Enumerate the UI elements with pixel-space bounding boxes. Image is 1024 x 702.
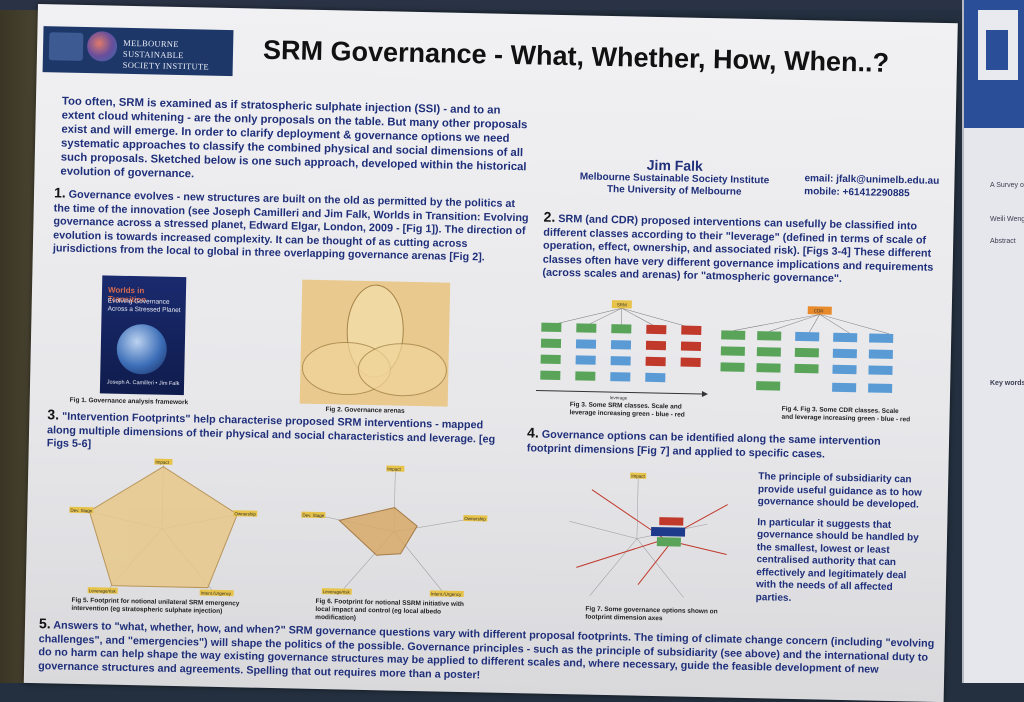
- subsidiarity-note: The principle of subsidiarity can provid…: [755, 471, 928, 616]
- section-5: 5. Answers to "what, whether, how, and w…: [38, 617, 939, 692]
- srm-nodes: [540, 323, 701, 383]
- fig7-option-arrows: [576, 489, 728, 586]
- poster-title: SRM Governance - What, Whether, How, Whe…: [263, 35, 890, 79]
- fig4-caption: Fig 4. Fig 3. Some CDR classes. Scale an…: [781, 406, 911, 425]
- section-1: 1. Governance evolves - new structures a…: [53, 186, 534, 266]
- cdr-nodes: [720, 330, 893, 393]
- section-4-number: 4.: [527, 424, 539, 440]
- adjacent-poster-logo-mark: [986, 30, 1008, 70]
- poster: MELBOURNE SUSTAINABLE SOCIETY INSTITUTE …: [24, 4, 958, 702]
- intro-paragraph: Too often, SRM is examined as if stratos…: [60, 95, 532, 189]
- section-3-text: "Intervention Footprints" help character…: [47, 411, 496, 451]
- adjacent-line-3: Abstract: [990, 236, 1024, 248]
- fig6-label-ownership: Ownership: [464, 516, 486, 521]
- fig5-label-ownership: Ownership: [234, 511, 256, 516]
- cdr-root-label: CDR: [814, 308, 825, 313]
- fig7-radar-axes: [568, 477, 708, 598]
- fig7-caption: Fig 7. Some governance options shown on …: [585, 606, 735, 625]
- fig5-label-urgency: Intent./Urgency: [201, 591, 232, 597]
- fig5-label-devstage: Dev. Stage: [70, 508, 93, 513]
- subsidiarity-p2: In particular it suggests that governanc…: [756, 517, 928, 608]
- subsidiarity-p1: The principle of subsidiarity can provid…: [758, 471, 929, 512]
- arrow-head-icon: [702, 391, 708, 397]
- section-2: 2. SRM (and CDR) proposed interventions …: [542, 211, 943, 289]
- fig6-caption: Fig 6. Footprint for notional SSRM initi…: [315, 598, 475, 625]
- fig5-footprint-area: [88, 465, 238, 588]
- fig7-label-impact: Impact: [631, 474, 645, 479]
- institute-logo: MELBOURNE SUSTAINABLE SOCIETY INSTITUTE: [43, 26, 234, 76]
- book-cover-image: Worlds in Transition Evolving Governance…: [100, 275, 186, 395]
- logo-line-1: MELBOURNE SUSTAINABLE: [123, 38, 233, 62]
- fig7-blue-option: [651, 527, 685, 537]
- adjacent-poster-text: A Survey of Weili Weng Abstract Key word…: [990, 180, 1024, 390]
- section-2-text: SRM (and CDR) proposed interventions can…: [542, 213, 933, 285]
- fig6-footprint-area: [339, 506, 418, 556]
- venn-diagram: [300, 280, 451, 407]
- section-2-number: 2.: [543, 209, 555, 225]
- adjacent-line-4: Key words: [990, 378, 1024, 390]
- globe-logo-icon: [87, 31, 118, 62]
- srm-root-label: SRM: [617, 302, 627, 307]
- fig6-label-impact: Impact: [387, 466, 401, 471]
- contact-block: email: jfalk@unimelb.edu.au mobile: +614…: [804, 172, 939, 201]
- fig5-label-leverage: Leverage/risk: [89, 588, 117, 594]
- section-1-text: Governance evolves - new structures are …: [53, 189, 529, 264]
- footprint-radar-fig5: Impact Dev. Stage Ownership Leverage/ris…: [66, 457, 259, 599]
- section-5-number: 5.: [39, 615, 51, 631]
- section-4: 4. Governance options can be identified …: [527, 426, 928, 463]
- srm-classes-tree: SRM leverage: [530, 292, 712, 404]
- srm-axis-label: leverage: [610, 395, 628, 400]
- fig6-label-devstage: Dev. Stage: [302, 513, 325, 518]
- fig5-caption: Fig 5. Footprint for notional unilateral…: [71, 597, 251, 617]
- book-globe-icon: [116, 324, 167, 375]
- cdr-classes-tree: CDR: [718, 300, 916, 408]
- fig5-label-impact: Impact: [155, 460, 169, 465]
- adjacent-poster: A Survey of Weili Weng Abstract Key word…: [962, 0, 1024, 683]
- srm-leverage-arrow: [536, 391, 702, 394]
- fig7-green-option: [657, 537, 681, 547]
- author-block: Jim Falk Melbourne Sustainable Society I…: [554, 155, 795, 200]
- section-3: 3. "Intervention Footprints" help charac…: [47, 408, 508, 460]
- section-4-text: Governance options can be identified alo…: [527, 429, 881, 460]
- footprint-radar-fig6: Impact Dev. Stage Ownership Leverage/ris…: [298, 464, 491, 600]
- fig7-red-option: [659, 517, 683, 526]
- university-crest-icon: [49, 32, 84, 61]
- book-subtitle: Evolving Governance Across a Stressed Pl…: [108, 298, 182, 316]
- adjacent-line-2: Weili Weng: [990, 214, 1024, 226]
- fig1-caption: Fig 1. Governance analysis framework: [70, 397, 240, 409]
- adjacent-line-1: A Survey of: [990, 180, 1024, 192]
- fig6-label-urgency: Intent./Urgency: [431, 591, 462, 597]
- logo-line-2: SOCIETY INSTITUTE: [123, 60, 233, 73]
- governance-options-fig7: Impact: [546, 471, 739, 607]
- fig6-label-leverage: Leverage/risk: [323, 589, 351, 595]
- cdr-tree-links: [733, 313, 889, 334]
- section-1-number: 1.: [54, 184, 66, 200]
- fig3-caption: Fig 3. Some SRM classes. Scale and lever…: [569, 401, 709, 420]
- section-5-text: Answers to "what, whether, how, and when…: [38, 619, 934, 680]
- section-3-number: 3.: [47, 406, 59, 422]
- book-authors: Joseph A. Camilleri • Jim Falk: [104, 379, 182, 387]
